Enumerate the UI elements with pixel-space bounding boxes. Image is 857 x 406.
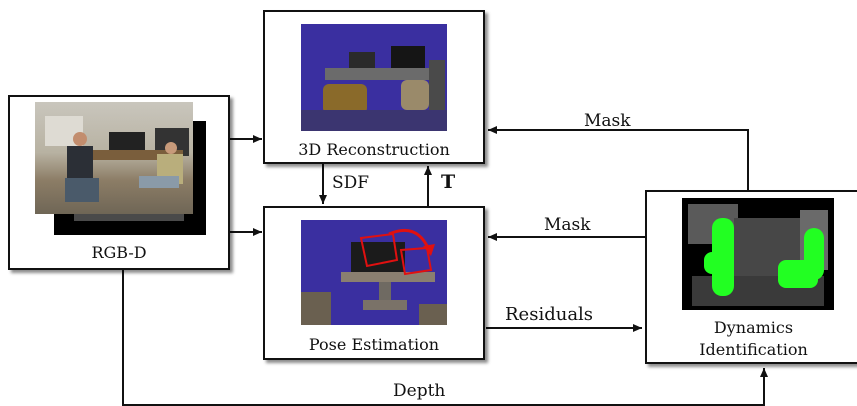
arrow-depth (122, 270, 768, 406)
edge-label-sdf: SDF (332, 173, 370, 193)
rgbd-node: RGB-D (8, 95, 230, 270)
reconstruction-caption: 3D Reconstruction (298, 140, 450, 159)
edge-label-transform: T (441, 171, 456, 193)
pose-node: Pose Estimation (263, 206, 485, 360)
dynamics-node: Dynamics Identification (645, 190, 857, 364)
dynamics-mask-image (682, 198, 834, 310)
reconstruction-node: 3D Reconstruction (263, 10, 485, 164)
reconstruction-image (301, 24, 447, 131)
edge-label-residuals: Residuals (505, 304, 594, 325)
rgbd-caption: RGB-D (91, 243, 147, 262)
edge-label-mask-top: Mask (584, 111, 631, 131)
dynamics-caption-line2: Identification (699, 340, 808, 359)
edge-label-depth: Depth (393, 381, 446, 401)
dynamics-caption-line1: Dynamics (713, 318, 794, 337)
arrow-mask-top (488, 126, 749, 190)
pose-caption: Pose Estimation (308, 335, 440, 354)
pose-image (301, 220, 447, 325)
pose-alignment-overlay (359, 229, 435, 276)
rgb-photo-thumbnail (35, 102, 193, 214)
edge-label-mask-mid: Mask (544, 215, 591, 235)
